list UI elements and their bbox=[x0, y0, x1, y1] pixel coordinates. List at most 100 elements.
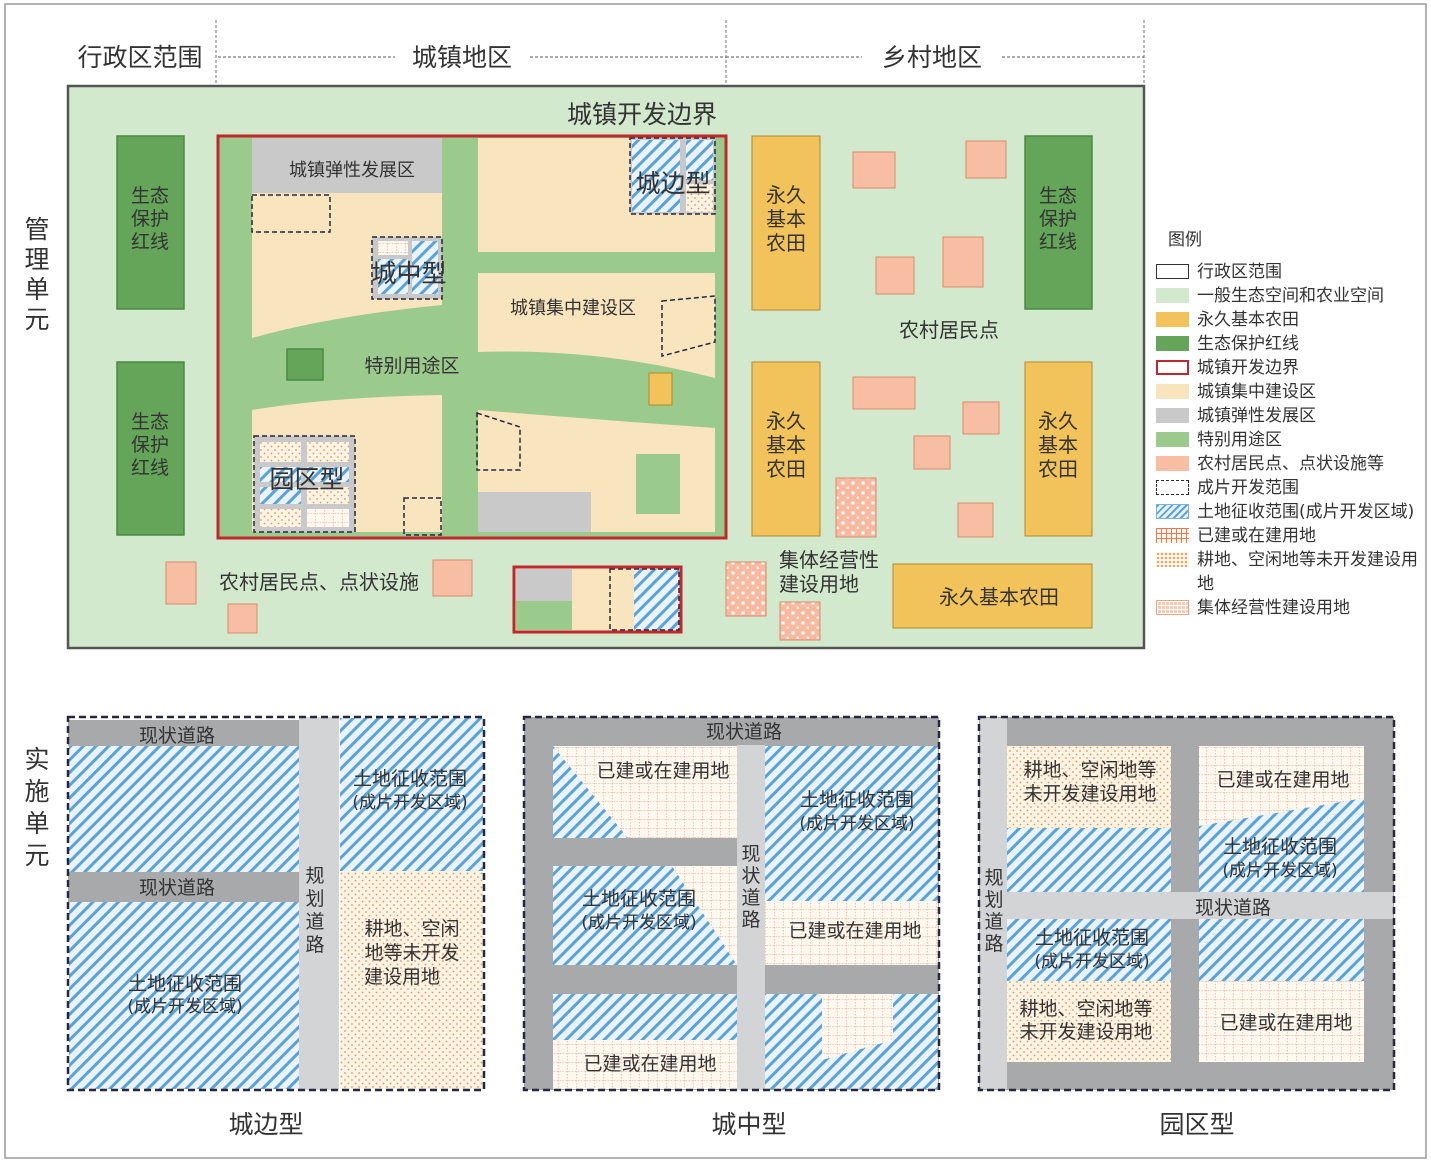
legend: 图例 行政区范围 一般生态空间和农业空间 永久基本农田 生态保护红线 城镇开发边… bbox=[1156, 228, 1428, 620]
farmland-rural-bottom-label: 永久基本农田 bbox=[939, 585, 1059, 609]
header-urban-area: 城镇地区 bbox=[412, 43, 512, 72]
row-label-implementation-4: 元 bbox=[24, 841, 49, 870]
legend-item-special: 特别用途区 bbox=[1156, 428, 1428, 452]
u3-caption: 园区型 bbox=[1159, 1110, 1234, 1139]
u2-acquisition-ne-label: 土地征收范围 bbox=[800, 789, 914, 811]
u3-planned-road-1: 规 bbox=[984, 867, 1003, 889]
u2-hatch-ne bbox=[765, 746, 938, 901]
u1-undeveloped-2: 地等未开发 bbox=[364, 942, 459, 964]
farmland-rural-2-text: 永久 bbox=[766, 409, 806, 433]
special-zone-label: 特别用途区 bbox=[364, 355, 459, 377]
label-urban-village: 城中型 bbox=[371, 259, 446, 288]
farmland-rural-1-text: 永久 bbox=[766, 183, 806, 207]
rural-settlement-facility-label: 农村居民点、点状设施 bbox=[219, 570, 419, 594]
u3-undeveloped-nw-1: 耕地、空闲地等 bbox=[1023, 759, 1156, 781]
u2-grid-sw bbox=[553, 1040, 737, 1089]
collective-land-3 bbox=[779, 601, 821, 641]
dashed-plot-1 bbox=[251, 194, 331, 233]
row-label-management-3: 单 bbox=[24, 275, 49, 304]
legend-item-built: 已建或在建用地 bbox=[1156, 524, 1428, 548]
legend-label: 生态保护红线 bbox=[1197, 334, 1299, 354]
u2-grid-e bbox=[765, 901, 938, 965]
u3-grid-se bbox=[1199, 981, 1364, 1062]
legend-swatch-special bbox=[1156, 432, 1189, 447]
dashed-plot-2 bbox=[661, 295, 716, 357]
eco-redline-left-top-text2: 保护 bbox=[131, 208, 169, 230]
u3-existing-road-h bbox=[1007, 892, 1393, 919]
concentrated-zone-label: 城镇集中建设区 bbox=[510, 298, 636, 319]
u2-existing-road-label: 现状道路 bbox=[706, 721, 782, 743]
u1-existing-road-top bbox=[68, 720, 299, 746]
row-label-implementation-3: 单 bbox=[24, 809, 49, 838]
farmland-rural-1-text3: 农田 bbox=[766, 231, 806, 255]
legend-label: 耕地、空闲地等未开发建设用地 bbox=[1197, 550, 1418, 594]
u3-hatch-w1 bbox=[1007, 828, 1171, 892]
legend-swatch-admin-range bbox=[1156, 264, 1189, 279]
u3-acquisition-ne-label: 土地征收范围 bbox=[1223, 836, 1337, 858]
u2-built-sw: 已建或在建用地 bbox=[583, 1053, 716, 1075]
legend-label: 特别用途区 bbox=[1197, 430, 1282, 450]
eco-redline-left-bottom-text3: 红线 bbox=[131, 457, 169, 479]
u2-road-v-3: 道 bbox=[741, 887, 760, 909]
u1-dots-se bbox=[340, 871, 483, 1089]
u3-planned-road-2: 划 bbox=[984, 889, 1003, 911]
eco-redline-right-text2: 保护 bbox=[1039, 208, 1077, 230]
legend-item-dev-range: 成片开发范围 bbox=[1156, 476, 1428, 500]
u2-hatch-nw-tri bbox=[553, 746, 628, 838]
u2-built-e: 已建或在建用地 bbox=[788, 920, 921, 942]
u3-built-ne: 已建或在建用地 bbox=[1216, 769, 1349, 791]
u1-planned-road-4: 路 bbox=[305, 934, 324, 956]
legend-swatch-acquisition bbox=[1156, 504, 1189, 519]
urban-village-cluster bbox=[371, 236, 443, 300]
u1-caption: 城边型 bbox=[228, 1110, 303, 1139]
flexible-zone-label: 城镇弹性发展区 bbox=[289, 160, 415, 181]
legend-item-farmland: 永久基本农田 bbox=[1156, 308, 1428, 332]
u1-acquisition-ne-label: 土地征收范围 bbox=[353, 768, 467, 790]
row-label-management-4: 元 bbox=[24, 305, 49, 334]
legend-swatch-collective bbox=[1156, 600, 1189, 615]
eco-redline-right-text: 生态 bbox=[1039, 185, 1077, 207]
figure-frame bbox=[4, 3, 1427, 1159]
u2-road-v-4: 路 bbox=[741, 909, 760, 931]
label-park: 园区型 bbox=[269, 465, 344, 494]
legend-label: 行政区范围 bbox=[1197, 262, 1282, 282]
legend-swatch-flexible bbox=[1156, 408, 1189, 423]
u1-planned-road-3: 道 bbox=[305, 911, 324, 933]
eco-redline-left-top bbox=[116, 135, 185, 310]
legend-label: 城镇弹性发展区 bbox=[1197, 406, 1316, 426]
collective-land-2 bbox=[725, 561, 767, 617]
legend-swatch-village bbox=[1156, 456, 1189, 471]
farmland-rural-1 bbox=[751, 135, 821, 311]
legend-swatch-dev-range bbox=[1156, 480, 1189, 495]
eco-redline-left-top-text3: 红线 bbox=[131, 231, 169, 253]
legend-label: 土地征收范围(成片开发区域) bbox=[1197, 502, 1415, 522]
eco-redline-right bbox=[1024, 135, 1093, 310]
u3-acquisition-w-note: (成片开发区域) bbox=[1034, 952, 1149, 972]
u2-acquisition-w-note: (成片开发区域) bbox=[581, 913, 696, 933]
u3-hatch-ne bbox=[1199, 798, 1364, 892]
park-cluster bbox=[253, 435, 356, 533]
u1-hatch-nw bbox=[69, 746, 299, 872]
row-label-management-1: 管 bbox=[24, 215, 49, 244]
u2-caption: 城中型 bbox=[711, 1110, 786, 1139]
u3-dots-nw bbox=[1007, 746, 1171, 828]
u1-undeveloped-1: 耕地、空闲 bbox=[364, 918, 459, 940]
eco-redline-left-bottom-text2: 保护 bbox=[131, 434, 169, 456]
dashed-plot-3 bbox=[476, 411, 521, 471]
u3-existing-road-label: 现状道路 bbox=[1195, 897, 1271, 919]
unit-urban-village bbox=[522, 715, 941, 1092]
rural-settlements bbox=[165, 140, 1007, 634]
legend-swatch-farmland bbox=[1156, 312, 1189, 327]
special-use-green-square bbox=[286, 348, 324, 381]
eco-redline-left-bottom bbox=[116, 361, 185, 536]
legend-swatch-built bbox=[1156, 528, 1189, 543]
special-zone-patch bbox=[636, 454, 680, 514]
legend-label: 已建或在建用地 bbox=[1197, 526, 1316, 546]
u3-undeveloped-nw-2: 未开发建设用地 bbox=[1023, 783, 1156, 805]
eco-redline-left-top-text: 生态 bbox=[131, 185, 169, 207]
unit-urban-edge bbox=[66, 715, 486, 1092]
u2-vroad bbox=[737, 745, 765, 1090]
u3-acquisition-ne-note: (成片开发区域) bbox=[1222, 861, 1337, 881]
eco-redline-left-bottom-text: 生态 bbox=[131, 411, 169, 433]
